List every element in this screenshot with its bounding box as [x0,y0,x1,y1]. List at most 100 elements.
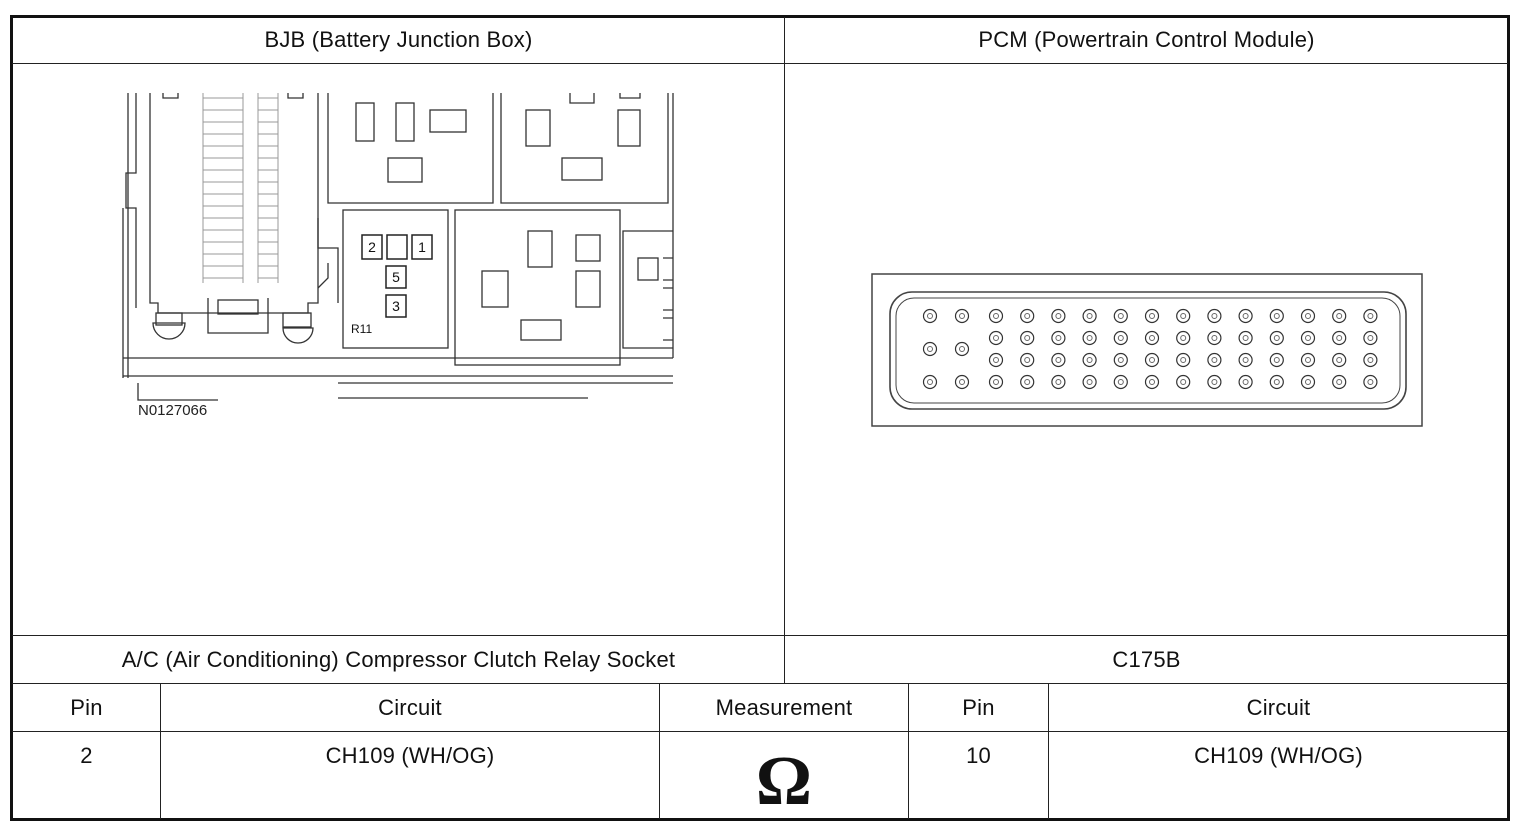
divider [160,683,161,819]
pcm-pin [988,352,1004,368]
pcm-pin-center [1149,357,1155,363]
pcm-pin [1238,374,1253,390]
pcm-pin [1051,374,1066,390]
pcm-pin-center [1211,379,1218,385]
column-header-pin-b: Pin [962,694,995,720]
pcm-pin [988,308,1004,324]
pin-b-value: 10 [966,743,991,768]
divider [12,63,1508,64]
pcm-pin-center [1180,335,1187,341]
pcm-pin [1300,374,1316,390]
pcm-pin-center [1305,357,1311,363]
ohm-symbol: Ω [755,742,813,820]
pcm-pin-center [1211,335,1218,341]
pcm-pin [1082,374,1097,390]
pcm-pin-center [1149,335,1155,341]
pcm-pin-center [1242,379,1249,385]
column-header-circuit-a: Circuit [378,694,442,720]
pcm-pin-center [1242,357,1249,363]
pcm-pin-center [993,313,999,319]
pcm-pin [1020,352,1035,368]
pcm-pin [922,374,938,390]
pcm-pin-center [1336,313,1343,319]
pcm-pin-center [1367,379,1374,385]
pcm-pin-center [1117,313,1124,319]
column-header-circuit-b: Circuit [1246,694,1311,720]
pcm-pin-center [959,346,965,352]
divider [659,683,660,819]
pcm-pin [922,341,938,357]
pcm-pin [1207,352,1222,368]
pcm-pin-grid [922,308,1378,390]
pcm-pin [1300,330,1316,346]
pcm-pin [1238,308,1253,324]
bjb-connector-name: A/C (Air Conditioning) Compressor Clutch… [121,646,676,672]
pcm-pin-center [1305,335,1311,341]
divider [1048,683,1049,819]
pcm-pin [1207,308,1222,324]
pcm-pin [1051,352,1066,368]
pcm-pin-center [1024,335,1031,341]
pcm-pin [1020,308,1035,324]
pcm-pin [1082,352,1097,368]
pcm-pin-center [1055,313,1062,319]
relay-pin-3: 3 [392,298,400,314]
pcm-pin-center [927,346,933,352]
pcm-pin [1144,330,1160,346]
pcm-pin-center [1086,313,1093,319]
pcm-pin [1176,330,1191,346]
pcm-pin-center [1086,379,1093,385]
divider [12,635,1508,636]
pcm-pin [954,374,970,390]
relay-pin-2: 2 [368,239,376,255]
divider [784,17,785,684]
relay-pin-5: 5 [392,269,400,285]
column-header-pin-a: Pin [70,694,103,720]
pcm-pin-center [1273,313,1280,319]
pcm-pin [1207,374,1222,390]
pcm-pin [1269,308,1284,324]
pcm-pin [1269,352,1284,368]
pcm-pin [1363,330,1378,346]
pcm-pin-center [1242,313,1249,319]
pcm-pin [1113,374,1128,390]
pcm-pin [922,308,938,324]
pcm-pin [1082,308,1097,324]
pcm-pin-center [1211,313,1218,319]
pcm-pin-center [959,379,965,385]
pcm-header: PCM (Powertrain Control Module) [978,27,1315,52]
pcm-pin [1144,308,1160,324]
pcm-pin-center [1024,379,1031,385]
pcm-pin-center [1117,379,1124,385]
pcm-pin [1176,308,1191,324]
pcm-pin-center [1024,357,1031,363]
pcm-pin-center [1024,313,1031,319]
pcm-pin-center [959,313,965,319]
pcm-pin [1020,330,1035,346]
pcm-pin-center [1336,379,1343,385]
pcm-pin-center [993,379,999,385]
pcm-pin [1113,308,1128,324]
pcm-pin [1176,374,1191,390]
pcm-pin-center [1086,357,1093,363]
pcm-pin [1113,330,1128,346]
pcm-pin-center [927,379,933,385]
pin-a-value: 2 [80,743,93,768]
bjb-diagram: 2 1 5 3 R11 N0127066 [122,93,674,419]
pcm-pin-center [1273,335,1280,341]
divider [12,683,1508,684]
figure-code: N0127066 [138,402,207,419]
pcm-pin [1051,330,1066,346]
pcm-pin [1238,330,1253,346]
pcm-pin [1238,352,1253,368]
pcm-pin [1207,330,1222,346]
pcm-connector-diagram [871,273,1423,427]
pcm-pin [1363,374,1378,390]
pcm-pin-center [1149,313,1155,319]
pcm-pin-center [1336,335,1343,341]
pcm-pin [1332,308,1347,324]
pcm-pin-center [1055,379,1062,385]
pcm-pin-center [1273,379,1280,385]
pcm-pin-center [1149,379,1155,385]
test-table-frame [10,15,1510,821]
